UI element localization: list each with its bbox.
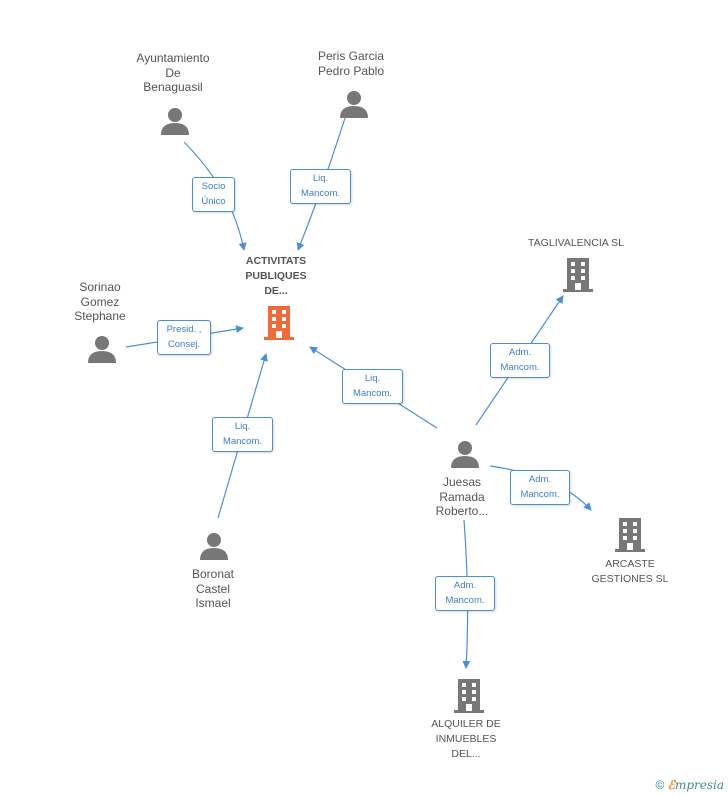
node-alquiler-inmuebles[interactable]: ALQUILER DE INMUEBLES DEL...: [411, 717, 521, 762]
person-icon[interactable]: [200, 532, 228, 560]
edge-label-adm-mancom-alquiler[interactable]: Adm. Mancom.: [435, 576, 495, 611]
person-icon[interactable]: [340, 90, 368, 118]
edge-label-adm-mancom-taglivalencia[interactable]: Adm. Mancom.: [490, 343, 550, 378]
peris-name: Peris Garcia Pedro Pablo: [317, 49, 385, 78]
edge-label-socio-unico[interactable]: Socio Único: [192, 177, 235, 212]
empresia-watermark: © ℰmpresia: [655, 778, 724, 792]
juesas-name: Juesas Ramada Roberto...: [435, 475, 489, 518]
boronat-name: Boronat Castel Ismael: [191, 567, 235, 610]
arcaste-name: ARCASTE GESTIONES SL: [591, 558, 669, 585]
sorinao-name: Sorinao Gomez Stephane: [74, 280, 126, 323]
node-juesas-ramada[interactable]: Juesas Ramada Roberto...: [412, 475, 512, 519]
ayuntamiento-name: Ayuntamiento De Benaguasil: [136, 51, 210, 94]
edge-label-presid-consej[interactable]: Presid. , Consej.: [157, 320, 211, 355]
node-ayuntamiento-benaguasil[interactable]: Ayuntamiento De Benaguasil: [118, 51, 228, 95]
focus-company-name: ACTIVITATS PUBLIQUES DE...: [245, 255, 307, 297]
edge-label-liq-mancom-peris[interactable]: Liq. Mancom.: [290, 169, 351, 204]
person-icon[interactable]: [451, 440, 479, 468]
node-boronat-castel[interactable]: Boronat Castel Ismael: [163, 567, 263, 611]
edge-label-liq-mancom-boronat[interactable]: Liq. Mancom.: [212, 417, 273, 452]
focus-building-icon[interactable]: [263, 306, 295, 340]
alquiler-name: ALQUILER DE INMUEBLES DEL...: [431, 718, 501, 760]
node-peris-garcia[interactable]: Peris Garcia Pedro Pablo: [296, 49, 406, 78]
node-focus-company[interactable]: ACTIVITATS PUBLIQUES DE...: [226, 254, 326, 299]
building-icon[interactable]: [562, 258, 594, 292]
copyright-symbol: ©: [655, 778, 665, 792]
node-sorinao-gomez[interactable]: Sorinao Gomez Stephane: [50, 280, 150, 324]
empresia-logo: ℰmpresia: [668, 778, 724, 792]
building-icon[interactable]: [453, 679, 485, 713]
person-icon[interactable]: [161, 107, 189, 135]
node-arcaste-gestiones[interactable]: ARCASTE GESTIONES SL: [570, 557, 690, 587]
edge-label-liq-mancom-juesas[interactable]: Liq. Mancom.: [342, 369, 403, 404]
edge-label-adm-mancom-arcaste[interactable]: Adm. Mancom.: [510, 470, 570, 505]
empresia-logo-e: ℰ: [667, 778, 675, 792]
empresia-logo-text: mpresia: [674, 778, 724, 792]
person-icon[interactable]: [88, 335, 116, 363]
node-taglivalencia[interactable]: TAGLIVALENCIA SL: [506, 236, 646, 251]
taglivalencia-name: TAGLIVALENCIA SL: [528, 237, 624, 249]
building-icon[interactable]: [614, 518, 646, 552]
